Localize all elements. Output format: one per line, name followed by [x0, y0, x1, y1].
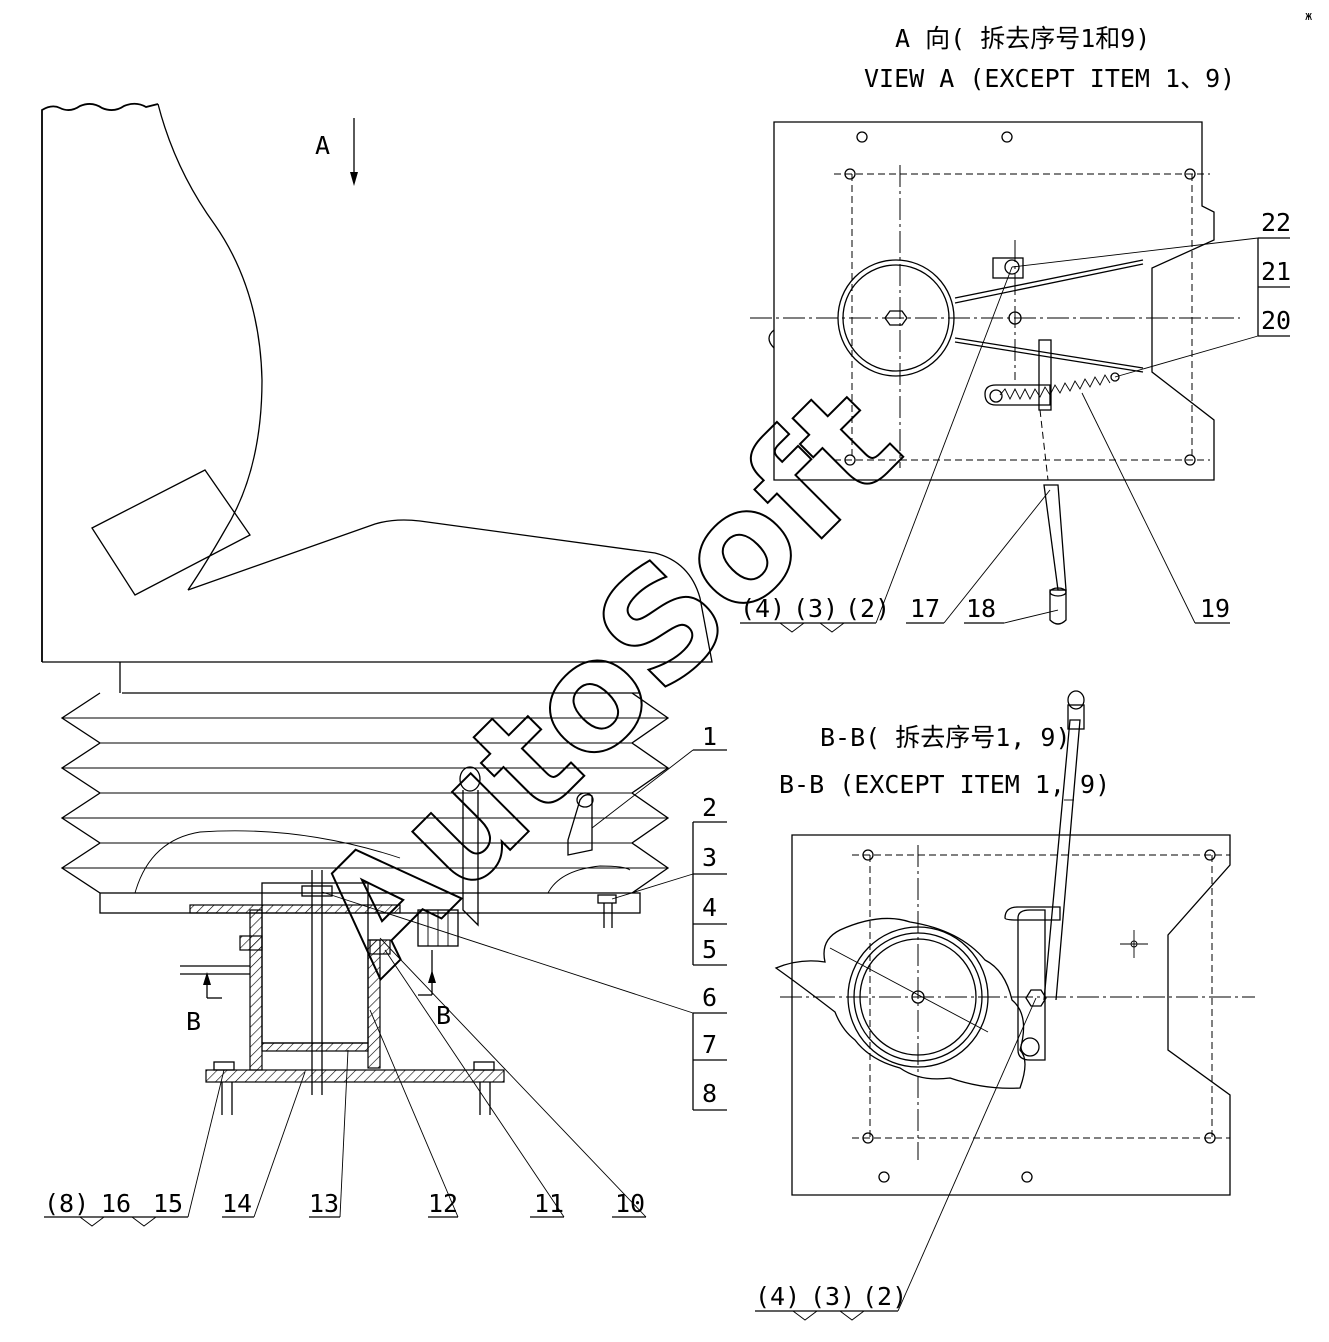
- view-a-title-cn: A 向( 拆去序号1和9): [895, 24, 1150, 53]
- callout-2-ref-b: (2): [862, 1282, 907, 1311]
- callout-22: 22: [1261, 208, 1291, 237]
- callout-11: 11: [534, 1189, 564, 1218]
- bellows: [60, 692, 670, 914]
- callout-8-ref: (8): [44, 1189, 89, 1218]
- seat-backrest: [41, 102, 263, 662]
- view-a-title-en: VIEW A (EXCEPT ITEM 1、9): [864, 64, 1235, 93]
- section-bb-bottom-callouts: (4) (3) (2): [755, 997, 1037, 1321]
- callout-4-ref-b: (4): [755, 1282, 800, 1311]
- section-bb-titles: B-B( 拆去序号1, 9) B-B (EXCEPT ITEM 1, 9): [779, 723, 1110, 799]
- callout-3: 3: [702, 843, 717, 872]
- callout-13: 13: [309, 1189, 339, 1218]
- callout-2: 2: [702, 793, 717, 822]
- callout-7: 7: [702, 1030, 717, 1059]
- callout-17: 17: [910, 594, 940, 623]
- callout-1: 1: [702, 722, 717, 751]
- view-a-bottom-callouts: (4) (3) (2) 17 18 19: [740, 266, 1230, 633]
- callout-4-ref-a: (4): [740, 594, 785, 623]
- corner-mark: ж: [1305, 9, 1312, 23]
- callout-4: 4: [702, 893, 717, 922]
- callouts-main-bottom: (8) 16 15 14 13 12 11 10: [44, 937, 647, 1227]
- callout-8: 8: [702, 1079, 717, 1108]
- section-bb-title-cn: B-B( 拆去序号1, 9): [820, 723, 1071, 752]
- callout-10: 10: [615, 1189, 645, 1218]
- callout-21: 21: [1261, 257, 1291, 286]
- callout-15: 15: [153, 1189, 183, 1218]
- callout-12: 12: [428, 1189, 458, 1218]
- view-a-titles: A 向( 拆去序号1和9) VIEW A (EXCEPT ITEM 1、9): [864, 24, 1235, 93]
- callout-14: 14: [222, 1189, 252, 1218]
- section-bb-plate: [774, 690, 1255, 1196]
- callout-19: 19: [1200, 594, 1230, 623]
- levers: [417, 766, 617, 947]
- callout-3-ref-a: (3): [793, 594, 838, 623]
- callout-6: 6: [702, 983, 717, 1012]
- section-bb-title-en: B-B (EXCEPT ITEM 1, 9): [779, 770, 1110, 799]
- gas-spring-column: [180, 870, 505, 1115]
- callout-5: 5: [702, 935, 717, 964]
- callout-18: 18: [966, 594, 996, 623]
- callout-20: 20: [1261, 306, 1291, 335]
- view-a-callout-table: 22 21 20: [1011, 208, 1291, 378]
- view-direction-arrow: A: [315, 118, 358, 186]
- watermark: AutoSoft: [282, 355, 932, 1005]
- callout-table-main: 1 2 3 4 5 6 7 8: [321, 722, 727, 1111]
- callout-16: 16: [101, 1189, 131, 1218]
- callout-3-ref-b: (3): [810, 1282, 855, 1311]
- seat-cushion: [42, 519, 713, 694]
- section-mark-left: B: [186, 1007, 201, 1036]
- callout-2-ref-a: (2): [845, 594, 890, 623]
- section-mark-right: B: [436, 1001, 451, 1030]
- view-arrow-label: A: [315, 131, 330, 160]
- view-a-plate: [750, 121, 1240, 625]
